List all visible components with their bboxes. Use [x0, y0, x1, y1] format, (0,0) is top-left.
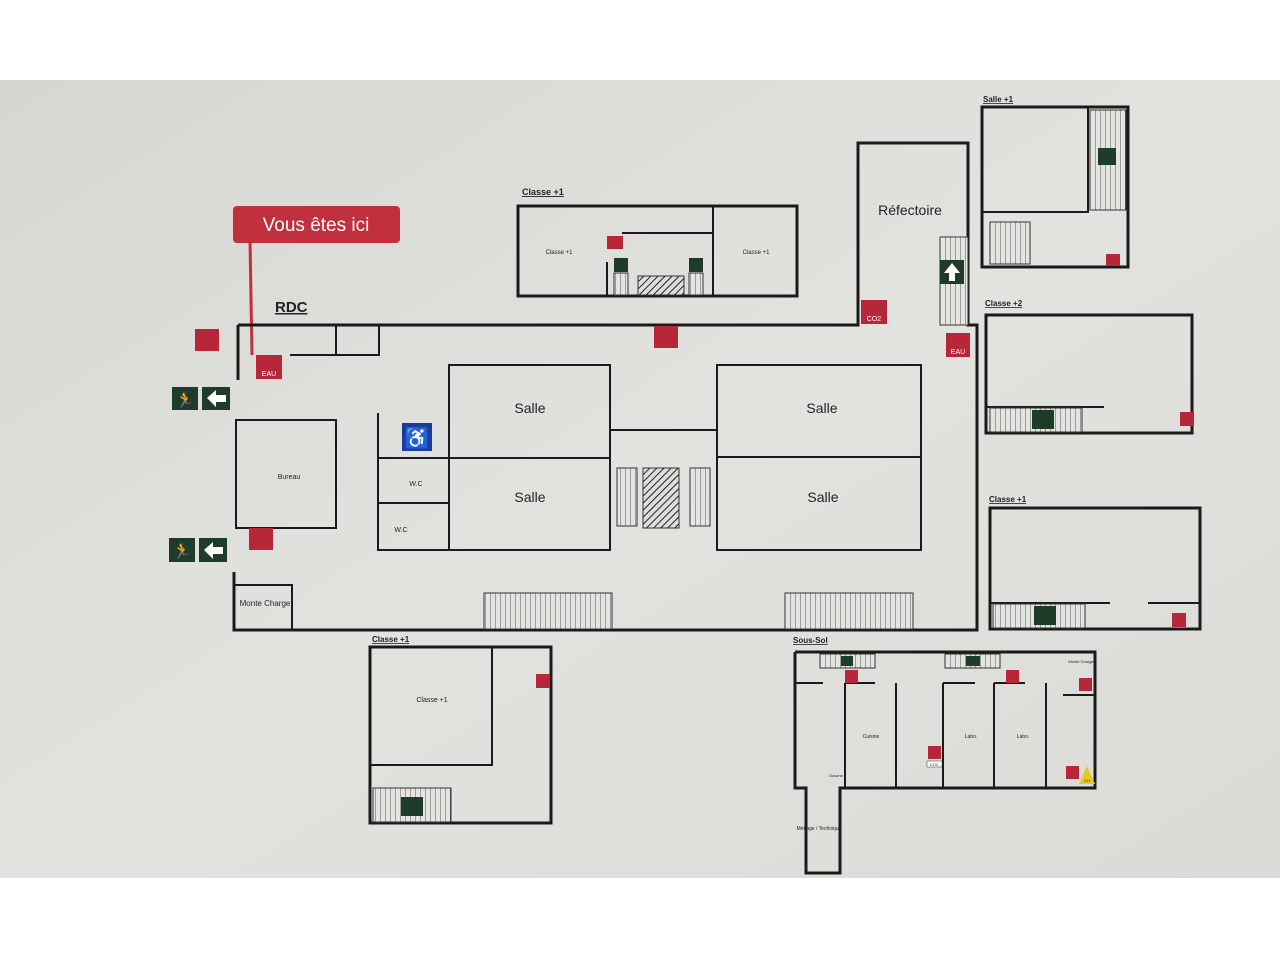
room-labo: Labo. — [965, 734, 978, 740]
arrow-left-icon — [202, 387, 230, 410]
room-bureau: Bureau — [278, 474, 301, 481]
arrow-down-icon — [689, 258, 703, 272]
arrow-left-icon — [199, 538, 227, 562]
bottom-plan-walls — [368, 645, 553, 825]
arrow-down-icon — [614, 258, 628, 272]
room-refectoire: Réfectoire — [878, 202, 942, 218]
classe-plus2-title: Classe +2 — [985, 299, 1023, 308]
room-monte-charge: Monte Charge — [1068, 659, 1094, 664]
basement-walls — [793, 650, 1097, 875]
room-salle: Salle — [514, 400, 545, 416]
room-classe: Classe +1 — [546, 250, 574, 256]
fire-extinguisher-icon: CO2 — [861, 300, 887, 324]
arrow-up-icon — [1098, 148, 1116, 165]
you-are-here-marker: Vous êtes ici — [233, 206, 400, 356]
salle-plus1-walls — [980, 105, 1130, 269]
room-cuisine: Cuisine — [863, 734, 880, 740]
room-douche: Douche — [829, 773, 844, 778]
fire-extinguisher-icon: EAU — [946, 333, 970, 357]
top-plan-walls — [516, 204, 799, 298]
fire-extinguisher-icon — [1172, 613, 1186, 627]
fire-extinguisher-icon — [1066, 766, 1079, 779]
rdc-title: RDC — [275, 299, 308, 316]
fire-extinguisher-icon — [1079, 678, 1092, 691]
top-plan-title: Classe +1 — [522, 187, 564, 197]
you-are-here-label: Vous êtes ici — [263, 215, 370, 236]
room-salle: Salle — [514, 489, 545, 505]
salle-plus1-title: Salle +1 — [983, 95, 1014, 104]
fire-extinguisher-icon — [1180, 412, 1194, 426]
classe-plus2-walls — [984, 313, 1194, 435]
emergency-exit-icon: 🏃 — [169, 538, 195, 562]
fire-alarm-icon — [654, 326, 678, 348]
bottom-plan-title: Classe +1 — [372, 635, 410, 644]
fire-alarm-icon — [249, 528, 273, 550]
room-labo: Labo. — [1017, 734, 1030, 740]
fire-extinguisher-icon: CO2 — [926, 746, 943, 768]
arrow-left-icon — [1034, 606, 1056, 625]
room-classe: Classe +1 — [743, 250, 771, 256]
svg-text:CH: CH — [1084, 778, 1090, 783]
svg-text:EAU: EAU — [951, 349, 965, 356]
arrow-up-icon — [940, 260, 964, 284]
room-monte-charge: Monte Charge — [240, 599, 291, 608]
arrow-left-icon — [841, 656, 853, 666]
svg-text:CO2: CO2 — [930, 762, 939, 767]
svg-text:CO2: CO2 — [867, 316, 882, 323]
elevator-shaft — [642, 467, 680, 529]
room-menage-technique: Ménage / Technique — [797, 826, 842, 832]
wheelchair-icon: ♿ — [402, 423, 432, 451]
fire-extinguisher-icon — [1006, 670, 1019, 683]
room-classe: Classe +1 — [416, 697, 447, 704]
svg-text:🏃: 🏃 — [173, 542, 192, 560]
arrow-left-icon — [401, 797, 423, 816]
svg-text:🏃: 🏃 — [176, 391, 195, 409]
fire-extinguisher-icon: EAU — [256, 355, 282, 379]
fire-alarm-icon — [195, 329, 219, 351]
room-wc: W.C — [394, 527, 407, 534]
svg-text:♿: ♿ — [405, 426, 430, 450]
hazard-warning-icon: CH — [1079, 766, 1095, 784]
room-salle: Salle — [806, 400, 837, 416]
classe-plus1-right-walls — [988, 506, 1202, 631]
fire-extinguisher-icon — [1106, 254, 1120, 266]
fire-extinguisher-icon — [536, 674, 550, 688]
basement-title: Sous-Sol — [793, 636, 828, 645]
arrow-left-icon — [966, 656, 980, 666]
room-wc: W.C — [409, 481, 422, 488]
emergency-exit-icon: 🏃 — [172, 387, 198, 410]
arrow-left-icon — [1032, 410, 1054, 429]
classe-plus1-right-title: Classe +1 — [989, 495, 1027, 504]
room-salle: Salle — [807, 489, 838, 505]
svg-text:EAU: EAU — [262, 371, 276, 378]
fire-extinguisher-icon — [845, 670, 858, 683]
fire-extinguisher-icon — [607, 236, 623, 249]
